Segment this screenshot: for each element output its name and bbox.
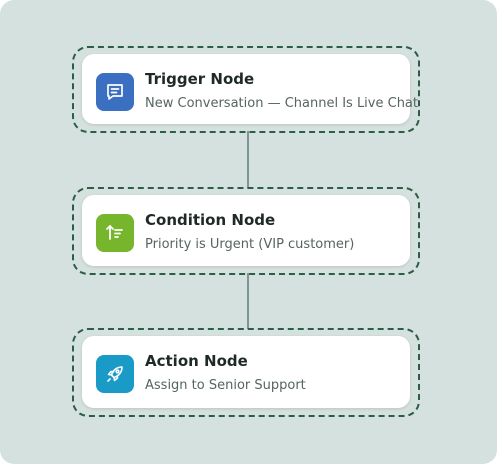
trigger-node-frame[interactable]: Trigger Node New Conversation — Channel …: [72, 46, 420, 133]
action-node-card[interactable]: Action Node Assign to Senior Support: [82, 336, 410, 408]
rocket-icon: [96, 355, 134, 393]
node-title: Trigger Node: [145, 70, 255, 88]
condition-node-frame[interactable]: Condition Node Priority is Urgent (VIP c…: [72, 187, 420, 275]
node-subtitle: Priority is Urgent (VIP customer): [145, 237, 355, 252]
sort-priority-icon: [96, 214, 134, 252]
node-title: Action Node: [145, 352, 248, 370]
node-title: Condition Node: [145, 211, 276, 229]
connector-line: [247, 273, 249, 329]
connector-line: [247, 131, 249, 188]
node-subtitle: New Conversation — Channel Is Live Chat: [145, 96, 418, 111]
action-node-frame[interactable]: Action Node Assign to Senior Support: [72, 328, 420, 417]
node-subtitle: Assign to Senior Support: [145, 378, 306, 393]
trigger-node-card[interactable]: Trigger Node New Conversation — Channel …: [82, 54, 418, 124]
condition-node-card[interactable]: Condition Node Priority is Urgent (VIP c…: [82, 195, 410, 266]
chat-message-icon: [96, 73, 134, 111]
